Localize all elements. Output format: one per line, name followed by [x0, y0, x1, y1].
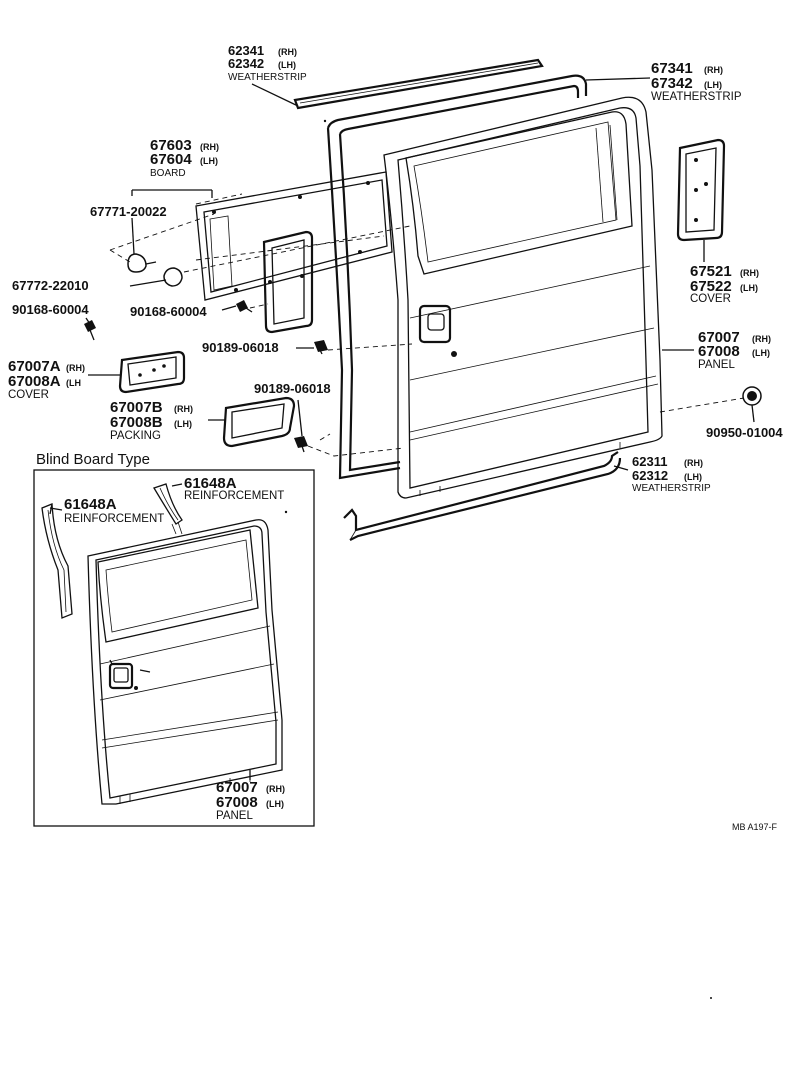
svg-text:(LH): (LH)	[684, 472, 702, 482]
svg-text:(LH): (LH)	[174, 419, 192, 429]
callout-nut-upper: 90189-06018	[202, 340, 279, 355]
nut-lower-part	[294, 436, 308, 453]
callout-reinforcement-left: 61648A REINFORCEMENT	[64, 496, 164, 525]
svg-text:67008B: 67008B	[110, 414, 163, 431]
svg-text:62342: 62342	[228, 56, 264, 71]
callout-panel: 67007 (RH) 67008 (LH) PANEL	[698, 329, 771, 371]
callout-plug: 90950-01004	[706, 425, 783, 440]
board-inner-cover-part	[262, 230, 314, 334]
callout-weatherstrip-door: 67341 (RH) 67342 (LH) WEATHERSTRIP	[651, 60, 742, 103]
svg-text:(LH): (LH)	[704, 80, 722, 90]
leader-lines	[85, 77, 755, 471]
svg-text:COVER: COVER	[690, 293, 731, 305]
svg-text:(RH): (RH)	[200, 142, 219, 152]
door-frame-weatherstrip-part	[326, 74, 588, 480]
section-title: Blind Board Type	[36, 451, 150, 468]
svg-text:REINFORCEMENT: REINFORCEMENT	[64, 513, 164, 525]
svg-text:67008: 67008	[698, 343, 740, 360]
callout-panel-blind: 67007 (RH) 67008 (LH) PANEL	[216, 779, 285, 822]
svg-text:(RH): (RH)	[752, 334, 771, 344]
clip-67772-part	[163, 267, 183, 287]
assembly-guide-lines	[109, 193, 745, 457]
svg-text:WEATHERSTRIP: WEATHERSTRIP	[228, 72, 307, 83]
svg-text:COVER: COVER	[8, 389, 49, 401]
callout-handle-cover: 67007A (RH) 67008A (LH COVER	[8, 358, 85, 401]
svg-text:BOARD: BOARD	[150, 168, 186, 179]
svg-text:67341: 67341	[651, 60, 693, 77]
svg-text:(RH): (RH)	[278, 47, 297, 57]
svg-text:PANEL: PANEL	[216, 810, 253, 822]
blind-board-type-section	[33, 469, 315, 827]
handle-cover-part	[118, 350, 186, 394]
svg-text:67603: 67603	[150, 137, 192, 154]
svg-text:61648A: 61648A	[64, 496, 117, 513]
svg-text:67604: 67604	[150, 151, 192, 168]
callout-clip-67772: 67772-22010	[12, 278, 89, 293]
svg-text:(RH): (RH)	[66, 363, 85, 373]
packing-part	[222, 396, 296, 448]
svg-text:67007B: 67007B	[110, 399, 163, 416]
nut-upper-part	[314, 340, 328, 355]
svg-text:67007: 67007	[698, 329, 740, 346]
svg-text:PANEL: PANEL	[698, 359, 735, 371]
svg-text:67007A: 67007A	[8, 358, 61, 375]
callout-reinforcement-right: 61648A REINFORCEMENT	[184, 475, 284, 502]
callout-board: 67603 (RH) 67604 (LH) BOARD	[150, 137, 219, 179]
callout-screw-left: 90168-60004	[12, 302, 89, 317]
svg-text:WEATHERSTRIP: WEATHERSTRIP	[651, 91, 742, 103]
svg-text:PACKING: PACKING	[110, 430, 161, 442]
svg-text:WEATHERSTRIP: WEATHERSTRIP	[632, 483, 711, 494]
callout-nut-lower: 90189-06018	[254, 381, 331, 396]
callout-packing: 67007B (RH) 67008B (LH) PACKING	[110, 399, 193, 442]
callout-screw-board: 90168-60004	[130, 304, 207, 319]
svg-text:(LH): (LH)	[752, 348, 770, 358]
svg-text:62311: 62311	[632, 454, 667, 469]
svg-text:67008A: 67008A	[8, 373, 61, 390]
bottom-weatherstrip-part	[343, 451, 622, 541]
door-panel-part	[383, 96, 663, 499]
svg-text:(RH): (RH)	[704, 65, 723, 75]
svg-text:(RH): (RH)	[740, 268, 759, 278]
svg-text:REINFORCEMENT: REINFORCEMENT	[184, 490, 284, 502]
svg-text:(LH): (LH)	[200, 156, 218, 166]
clip-67771-part	[127, 253, 157, 273]
svg-text:62312: 62312	[632, 468, 668, 483]
svg-text:67521: 67521	[690, 263, 732, 280]
svg-text:(LH: (LH	[66, 378, 81, 388]
top-weatherstrip-part	[293, 58, 544, 110]
svg-text:(LH): (LH)	[740, 283, 758, 293]
svg-text:(LH): (LH)	[278, 60, 296, 70]
callout-weatherstrip-top: 62341 (RH) 62342 (LH) WEATHERSTRIP	[228, 43, 307, 83]
reference-code: MB A197-F	[732, 822, 778, 832]
callout-clip-67771: 67771-20022	[90, 204, 167, 219]
svg-text:(RH): (RH)	[684, 458, 703, 468]
screw-board-part	[236, 300, 253, 313]
svg-text:(RH): (RH)	[266, 784, 285, 794]
svg-text:67007: 67007	[216, 779, 258, 796]
window-cover-part	[676, 138, 726, 242]
callout-window-cover: 67521 (RH) 67522 (LH) COVER	[690, 263, 759, 305]
svg-text:61648A: 61648A	[184, 475, 237, 492]
callout-weatherstrip-bottom: 62311 (RH) 62312 (LH) WEATHERSTRIP	[632, 454, 711, 494]
svg-text:67522: 67522	[690, 278, 732, 295]
svg-text:(LH): (LH)	[266, 799, 284, 809]
svg-text:67008: 67008	[216, 794, 258, 811]
svg-text:(RH): (RH)	[174, 404, 193, 414]
screw-left-part	[84, 320, 96, 341]
plug-part	[742, 386, 762, 406]
svg-text:67342: 67342	[651, 75, 693, 92]
svg-text:62341: 62341	[228, 43, 264, 58]
